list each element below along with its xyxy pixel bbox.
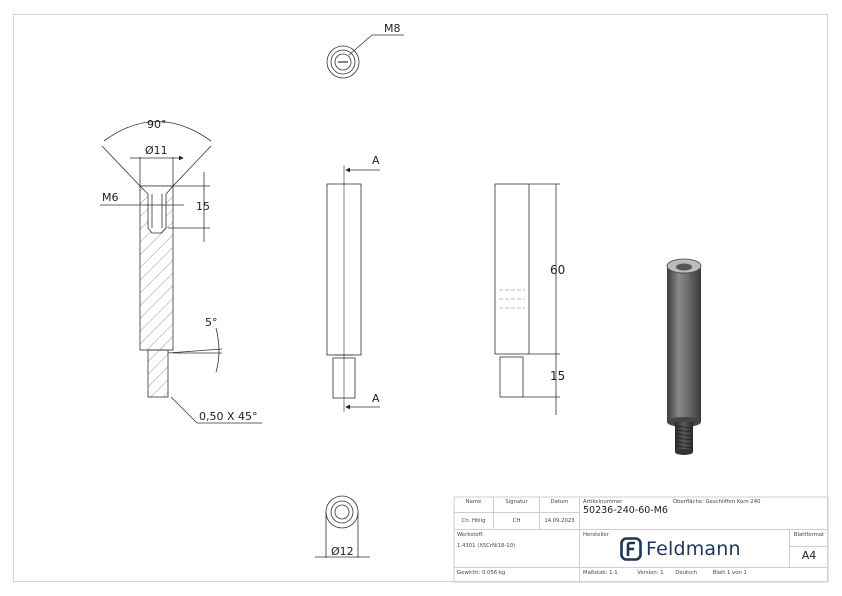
brand-name: Feldmann xyxy=(646,538,741,560)
undercut-angle-label: 5° xyxy=(205,316,218,329)
manufacturer-header: Hersteller xyxy=(583,532,609,538)
sheet-format-value: A4 xyxy=(790,547,828,568)
weight-value: Gewicht: 0.056 kg xyxy=(454,568,580,582)
material-value: 1.4301 (X5CrNi18-10) xyxy=(457,543,516,549)
date-value: 14.09.2023 xyxy=(540,513,580,530)
chamfer-label: 0,50 X 45° xyxy=(199,410,258,423)
sheet-value: Blatt 1 von 1 xyxy=(712,570,747,576)
surface-info: Oberfläche: Geschliffen Korn 240 xyxy=(673,499,761,505)
article-number-value: 50236-240-60-M6 xyxy=(583,505,668,516)
surface-header: Oberfläche: xyxy=(673,499,704,505)
section-view xyxy=(100,121,262,424)
manufacturer-cell: Hersteller xyxy=(580,530,790,568)
name-header: Name xyxy=(454,497,494,513)
meta-row: Maßstab: 1:1 Version: 1 Deutsch Blatt 1 … xyxy=(580,568,828,582)
version-value: Version: 1 xyxy=(637,570,664,576)
title-block: Name Signatur Datum Ch. Hölig CH 14.09.2… xyxy=(454,497,828,582)
name-value: Ch. Hölig xyxy=(454,513,494,530)
side-view xyxy=(494,183,560,415)
article-number-header: Artikelnummer xyxy=(583,499,623,505)
m8-thread-label: M8 xyxy=(384,22,401,35)
section-marker-bottom: A xyxy=(372,392,380,405)
title-block-border xyxy=(453,496,829,583)
countersink-diameter-label: Ø11 xyxy=(145,144,168,157)
language-value: Deutsch xyxy=(675,570,698,576)
m6-thread-label: M6 xyxy=(102,191,119,204)
bottom-view xyxy=(315,495,370,558)
signature-header: Signatur xyxy=(494,497,540,513)
feldmann-logo: Feldmann xyxy=(620,537,741,561)
angle-label: 90° xyxy=(147,118,167,131)
sheet-format-header: Blattformat xyxy=(790,530,828,547)
3d-render xyxy=(666,258,702,455)
bottom-diameter-label: Ø12 xyxy=(331,545,354,558)
surface-value: Geschliffen Korn 240 xyxy=(705,499,761,505)
scale-value: Maßstab: 1:1 xyxy=(583,570,618,576)
signature-value: CH xyxy=(494,513,540,530)
front-view xyxy=(326,165,380,412)
article-cell: Artikelnummer 50236-240-60-M6 xyxy=(580,497,828,530)
thread-length-label: 15 xyxy=(550,369,565,383)
material-cell: Werkstoff: 1.4301 (X5CrNi18-10) xyxy=(454,530,580,568)
section-marker-top: A xyxy=(372,154,380,167)
thread-depth-label: 15 xyxy=(196,200,210,213)
body-length-label: 60 xyxy=(550,263,565,277)
drawing-frame xyxy=(13,14,828,582)
feldmann-logo-icon xyxy=(620,537,642,561)
date-header: Datum xyxy=(540,497,580,513)
top-view xyxy=(326,34,404,79)
material-header: Werkstoff: xyxy=(457,532,484,538)
